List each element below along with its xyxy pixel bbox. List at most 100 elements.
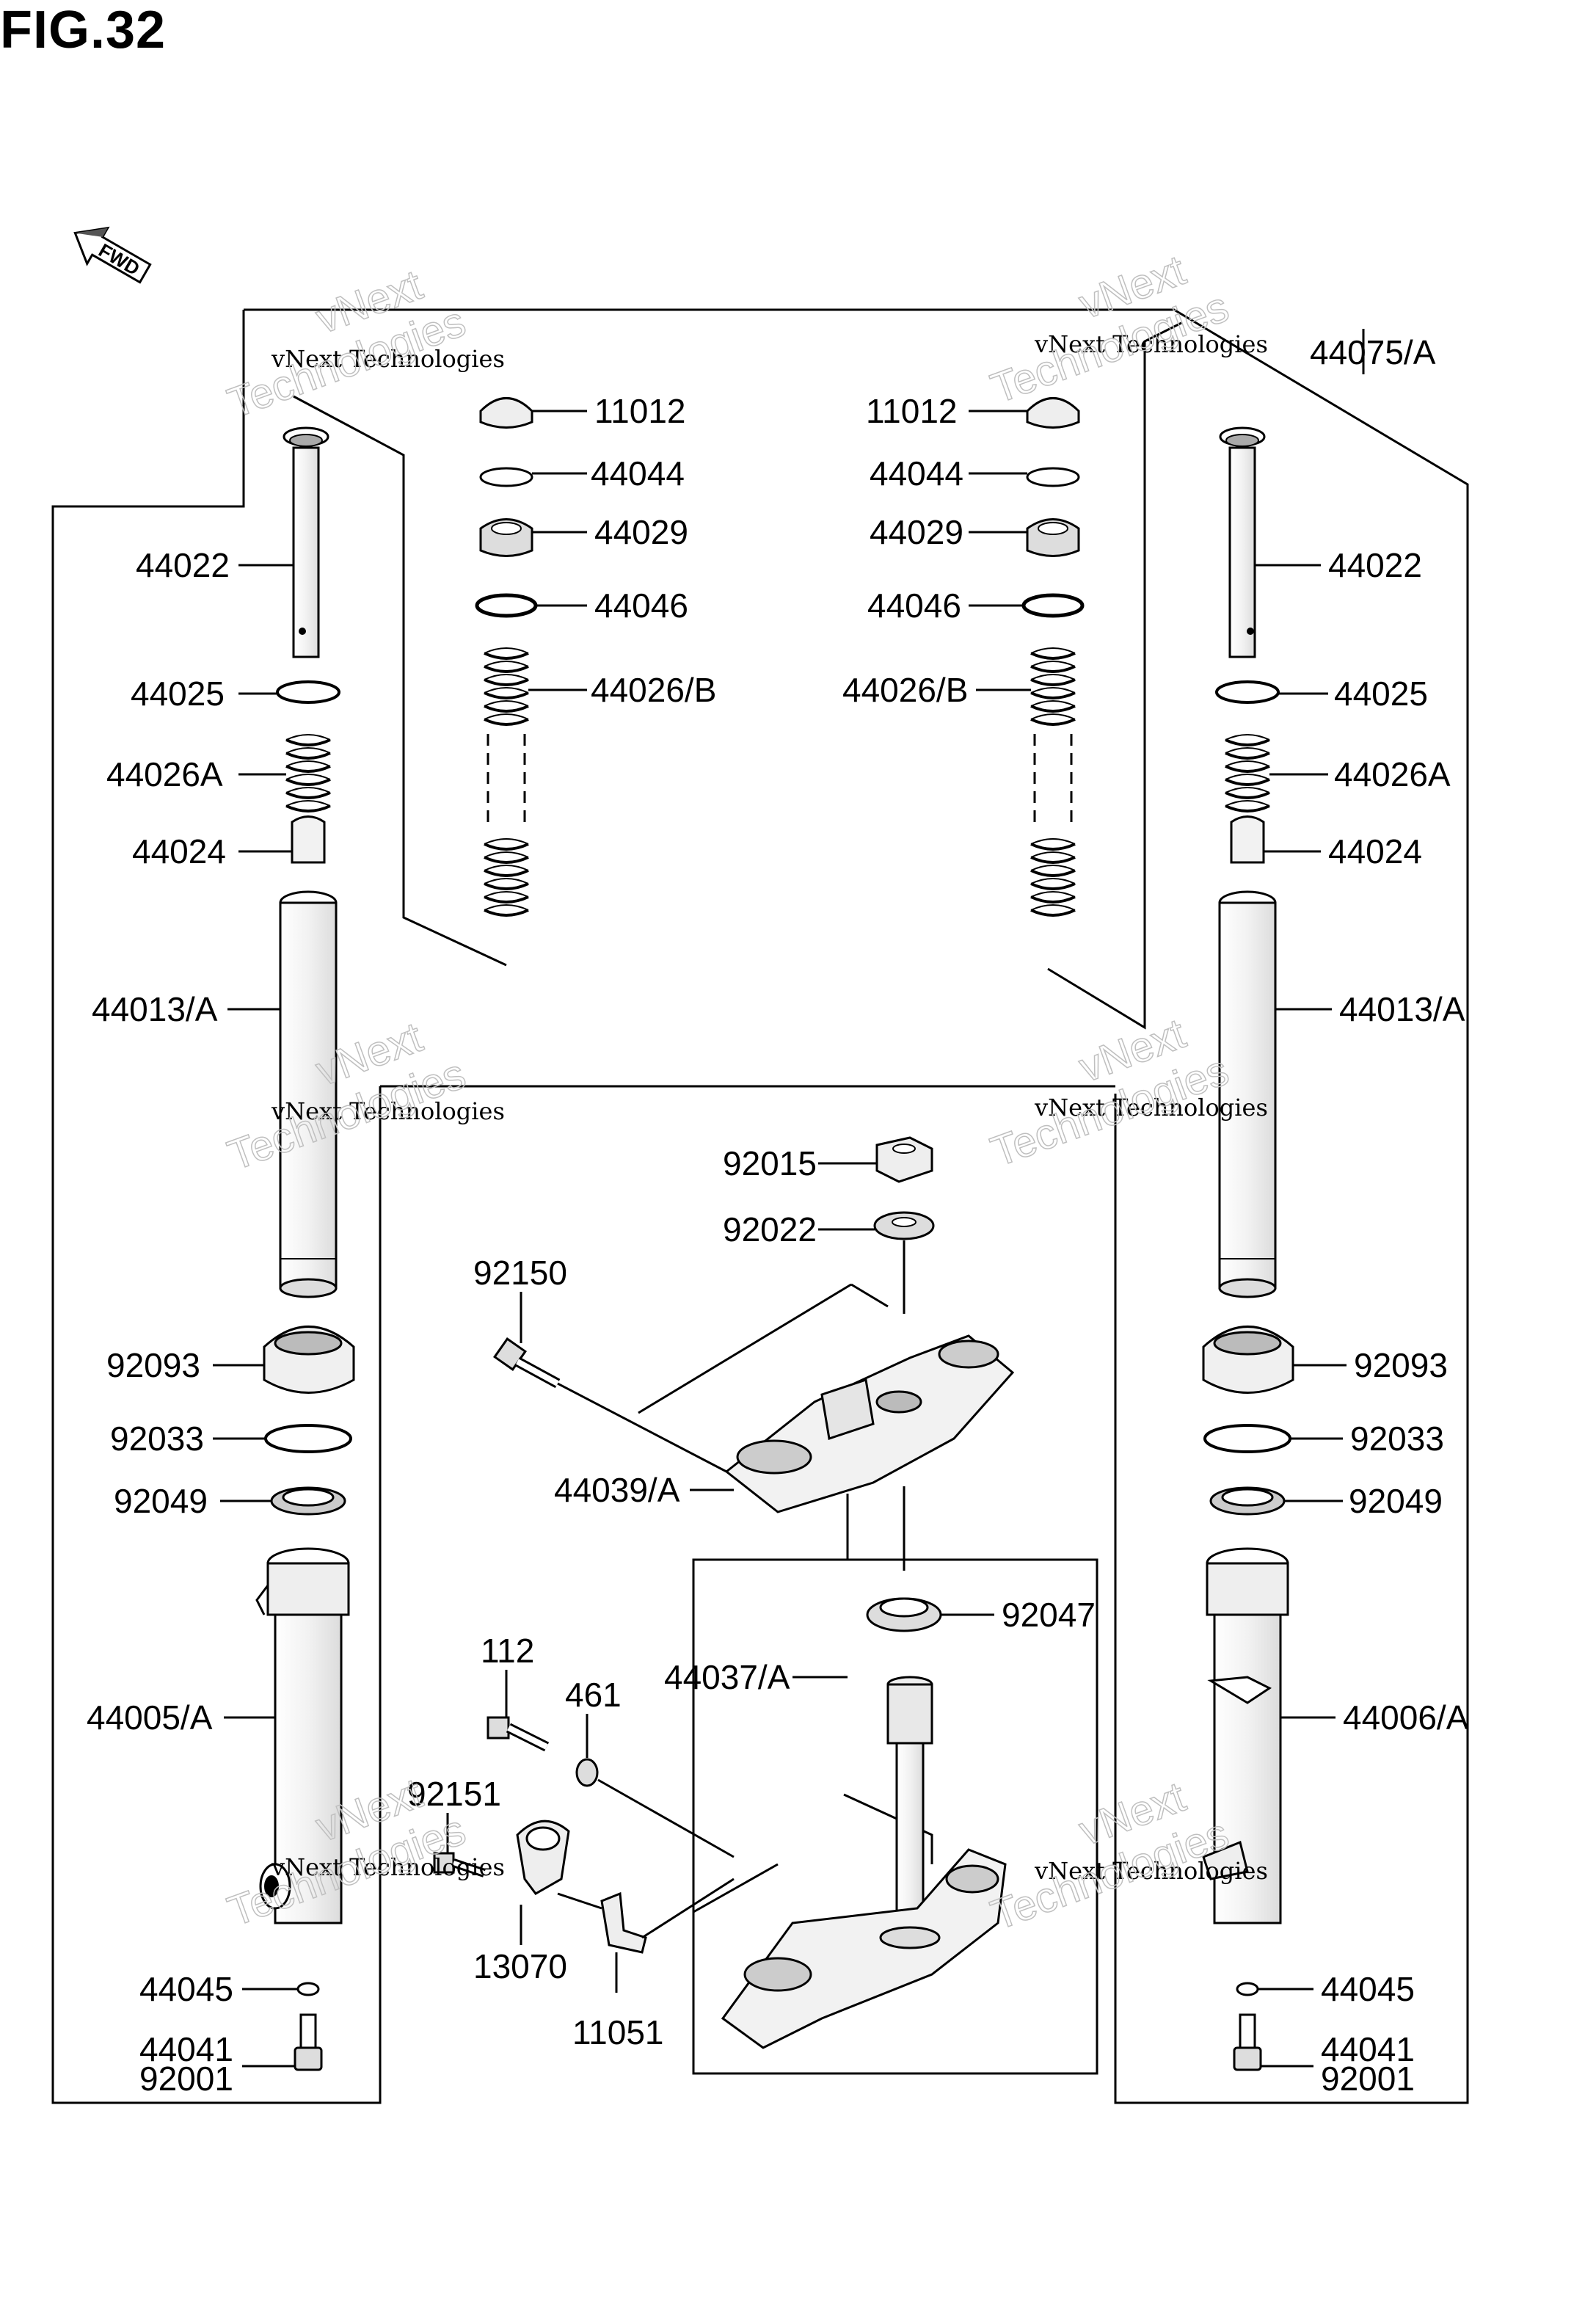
bolt-92151 bbox=[433, 1852, 486, 1877]
washer-461 bbox=[575, 1758, 599, 1787]
label-l-44013a: 44013/A bbox=[92, 990, 218, 1028]
part-labels: 11012 44044 44029 44046 44026/B 44022 44… bbox=[87, 333, 1469, 2098]
label-c-92047: 92047 bbox=[1002, 1596, 1096, 1634]
label-l-92093: 92093 bbox=[106, 1346, 200, 1384]
left-fork-frame bbox=[51, 310, 382, 2104]
right-piece-44024 bbox=[1230, 815, 1265, 864]
label-r-44024: 44024 bbox=[1328, 832, 1422, 870]
label-l-92049: 92049 bbox=[114, 1482, 208, 1520]
label-l-44005a: 44005/A bbox=[87, 1698, 213, 1737]
watermark-line: vNext Technologies bbox=[271, 345, 505, 373]
left-piece-44024 bbox=[291, 815, 326, 864]
right-inner-frame bbox=[1047, 321, 1182, 1030]
label-c-44039a: 44039/A bbox=[554, 1471, 680, 1509]
holder-13070 bbox=[516, 1820, 570, 1895]
label-r-92093: 92093 bbox=[1354, 1346, 1448, 1384]
right-washer-44045 bbox=[1236, 1982, 1259, 1996]
watermark-line: vNext Technologies bbox=[271, 1853, 505, 1881]
steering-stem bbox=[721, 1676, 1007, 2049]
steering-stem-frame bbox=[692, 1558, 1098, 2075]
label-r-44013a: 44013/A bbox=[1339, 990, 1465, 1028]
label-r-44029: 44029 bbox=[870, 513, 963, 551]
label-r-44022: 44022 bbox=[1328, 546, 1422, 584]
top-frame bbox=[244, 308, 1469, 2104]
label-c-92015: 92015 bbox=[723, 1144, 817, 1182]
label-l-44029: 44029 bbox=[594, 513, 688, 551]
label-c-92151: 92151 bbox=[407, 1775, 501, 1813]
label-c-92022: 92022 bbox=[723, 1210, 817, 1248]
label-r-44075a: 44075/A bbox=[1310, 333, 1436, 371]
bolt-92150 bbox=[493, 1337, 561, 1389]
left-inner-frame bbox=[293, 395, 507, 967]
label-l-44026b: 44026/B bbox=[591, 671, 716, 709]
left-circlip bbox=[264, 1424, 352, 1453]
watermark-line: vNext Technologies bbox=[1034, 1857, 1268, 1885]
right-snap-ring bbox=[1215, 680, 1280, 704]
label-c-44037a: 44037/A bbox=[664, 1658, 790, 1696]
upper-bracket bbox=[724, 1334, 1015, 1513]
label-l-92001: 92001 bbox=[139, 2060, 233, 2098]
right-circlip bbox=[1203, 1424, 1291, 1453]
label-l-44041: 44041 bbox=[139, 2030, 233, 2068]
label-r-92049: 92049 bbox=[1349, 1482, 1443, 1520]
left-inner-tube bbox=[279, 890, 338, 1298]
right-outer-tube bbox=[1202, 1547, 1289, 1924]
right-fork-parts bbox=[1021, 397, 1294, 2071]
watermark-line: vNext Technologies bbox=[1034, 1094, 1268, 1122]
label-r-44006a: 44006/A bbox=[1343, 1698, 1469, 1737]
right-inner-tube bbox=[1218, 890, 1277, 1298]
label-l-44024: 44024 bbox=[132, 832, 226, 870]
label-c-11051: 11051 bbox=[572, 2013, 664, 2051]
label-c-112: 112 bbox=[481, 1632, 534, 1670]
label-l-44045: 44045 bbox=[139, 1970, 233, 2008]
label-l-44026a: 44026A bbox=[106, 755, 223, 793]
fwd-arrow-icon: FWD bbox=[73, 226, 152, 284]
left-dust-seal bbox=[263, 1326, 355, 1394]
leader-lines bbox=[213, 363, 1365, 2068]
right-drain-bolt bbox=[1233, 2013, 1262, 2071]
left-damper-rod bbox=[283, 426, 329, 658]
label-r-44046: 44046 bbox=[867, 586, 961, 625]
figure-title: FIG.32 bbox=[0, 1, 167, 59]
center-parts bbox=[433, 1136, 1015, 2049]
label-r-92001: 92001 bbox=[1321, 2060, 1415, 2098]
left-rebound-spring bbox=[285, 733, 332, 813]
bolt-112 bbox=[487, 1716, 550, 1752]
label-l-44025: 44025 bbox=[131, 675, 225, 713]
bracket-11051 bbox=[600, 1891, 647, 1954]
label-l-92033: 92033 bbox=[110, 1419, 204, 1458]
label-c-13070: 13070 bbox=[473, 1947, 567, 1985]
bearing-92047 bbox=[866, 1597, 942, 1632]
stem-nut bbox=[875, 1136, 933, 1183]
left-cap-stack bbox=[475, 397, 538, 917]
right-cap-stack bbox=[1021, 397, 1085, 917]
left-oil-seal bbox=[270, 1486, 346, 1516]
label-l-44022: 44022 bbox=[136, 546, 230, 584]
label-r-44041: 44041 bbox=[1321, 2030, 1415, 2068]
label-r-92033: 92033 bbox=[1350, 1419, 1444, 1458]
left-fork-parts bbox=[255, 397, 538, 2071]
right-oil-seal bbox=[1209, 1486, 1286, 1516]
left-washer-44045 bbox=[296, 1982, 320, 1996]
label-r-44026b: 44026/B bbox=[842, 671, 968, 709]
right-dust-seal bbox=[1202, 1326, 1294, 1394]
watermark-line: vNext Technologies bbox=[1034, 330, 1268, 358]
label-r-11012: 11012 bbox=[866, 392, 958, 430]
label-l-11012: 11012 bbox=[594, 392, 686, 430]
label-l-44044: 44044 bbox=[591, 454, 685, 492]
watermark-line: vNext Technologies bbox=[271, 1097, 505, 1125]
label-r-44045: 44045 bbox=[1321, 1970, 1415, 2008]
left-drain-bolt bbox=[294, 2013, 323, 2071]
right-damper-rod bbox=[1219, 426, 1266, 658]
left-snap-ring bbox=[276, 680, 340, 704]
label-r-44044: 44044 bbox=[870, 454, 963, 492]
label-l-44046: 44046 bbox=[594, 586, 688, 625]
left-outer-tube bbox=[255, 1547, 350, 1924]
label-r-44026a: 44026A bbox=[1334, 755, 1451, 793]
label-r-44025: 44025 bbox=[1334, 675, 1428, 713]
label-c-92150: 92150 bbox=[473, 1254, 567, 1292]
label-c-461: 461 bbox=[565, 1676, 622, 1714]
right-rebound-spring bbox=[1224, 733, 1271, 813]
